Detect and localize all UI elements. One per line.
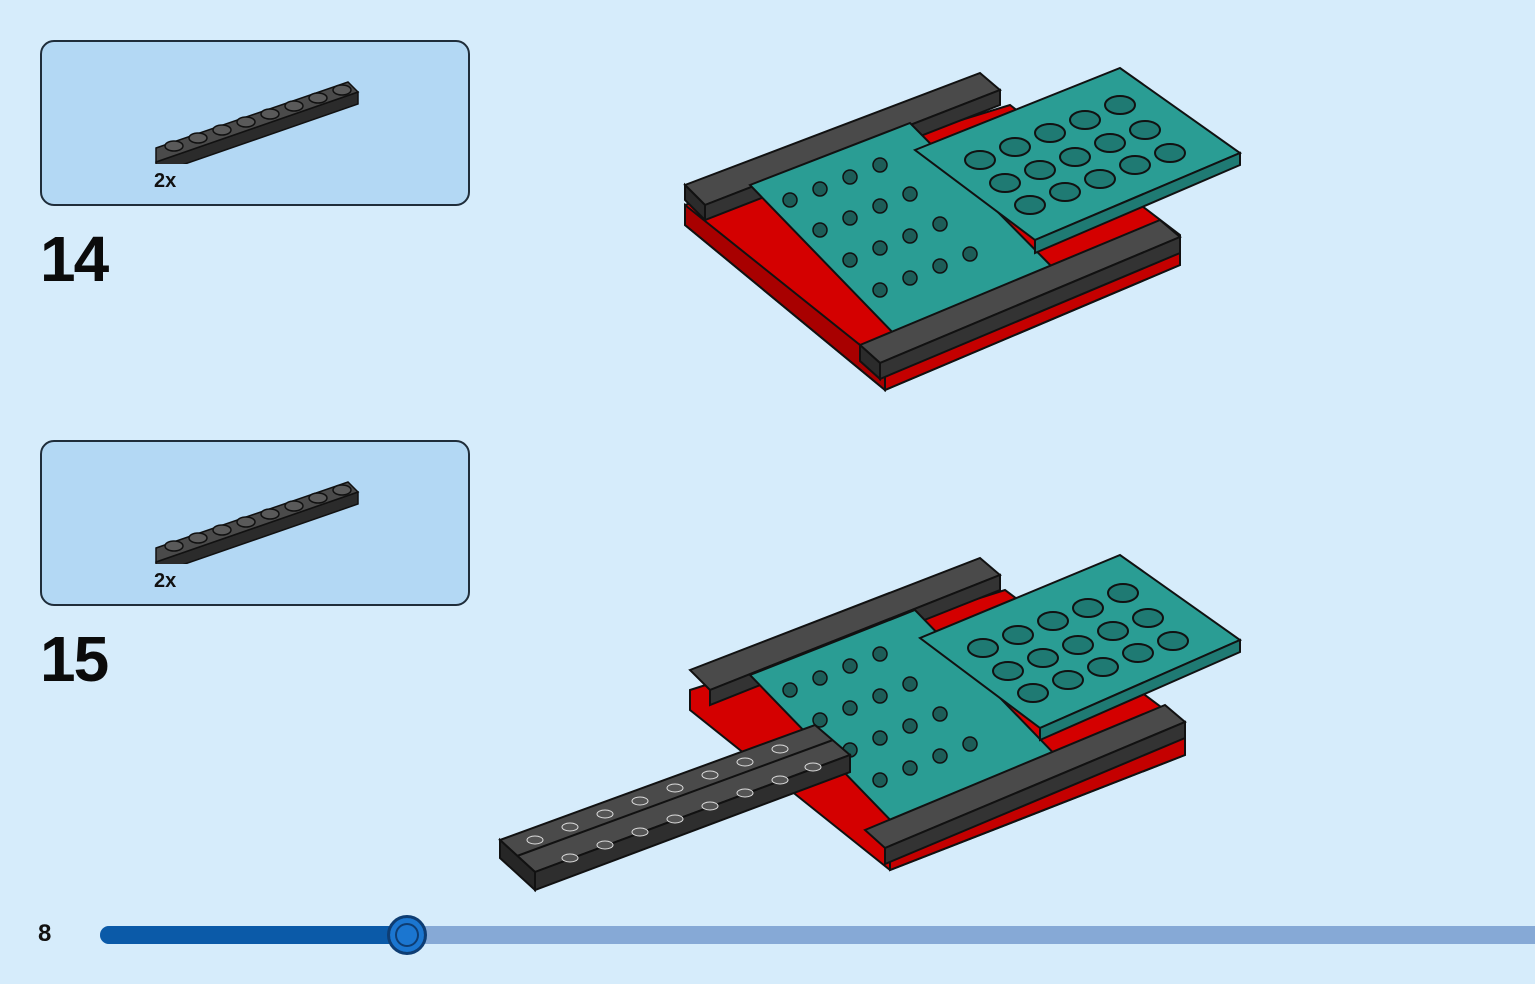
- part-quantity: 2x: [154, 170, 177, 192]
- page-number: 8: [38, 920, 52, 947]
- progress-fill: [100, 926, 407, 944]
- progress-bar: [100, 926, 1535, 944]
- step-number: 15: [40, 623, 109, 695]
- dark-gray-1x8-plate-icon: [155, 81, 360, 164]
- progress-knob: [386, 915, 427, 955]
- parts-callout-step-15: 2x: [40, 440, 470, 606]
- step-14-model-illustration: [683, 66, 1243, 393]
- dark-gray-1x8-plate-icon: [155, 481, 360, 564]
- step-15-model-illustration: [498, 553, 1243, 893]
- parts-callout-step-14: 2x: [40, 40, 470, 206]
- part-quantity: 2x: [154, 570, 177, 592]
- step-number: 14: [40, 223, 109, 295]
